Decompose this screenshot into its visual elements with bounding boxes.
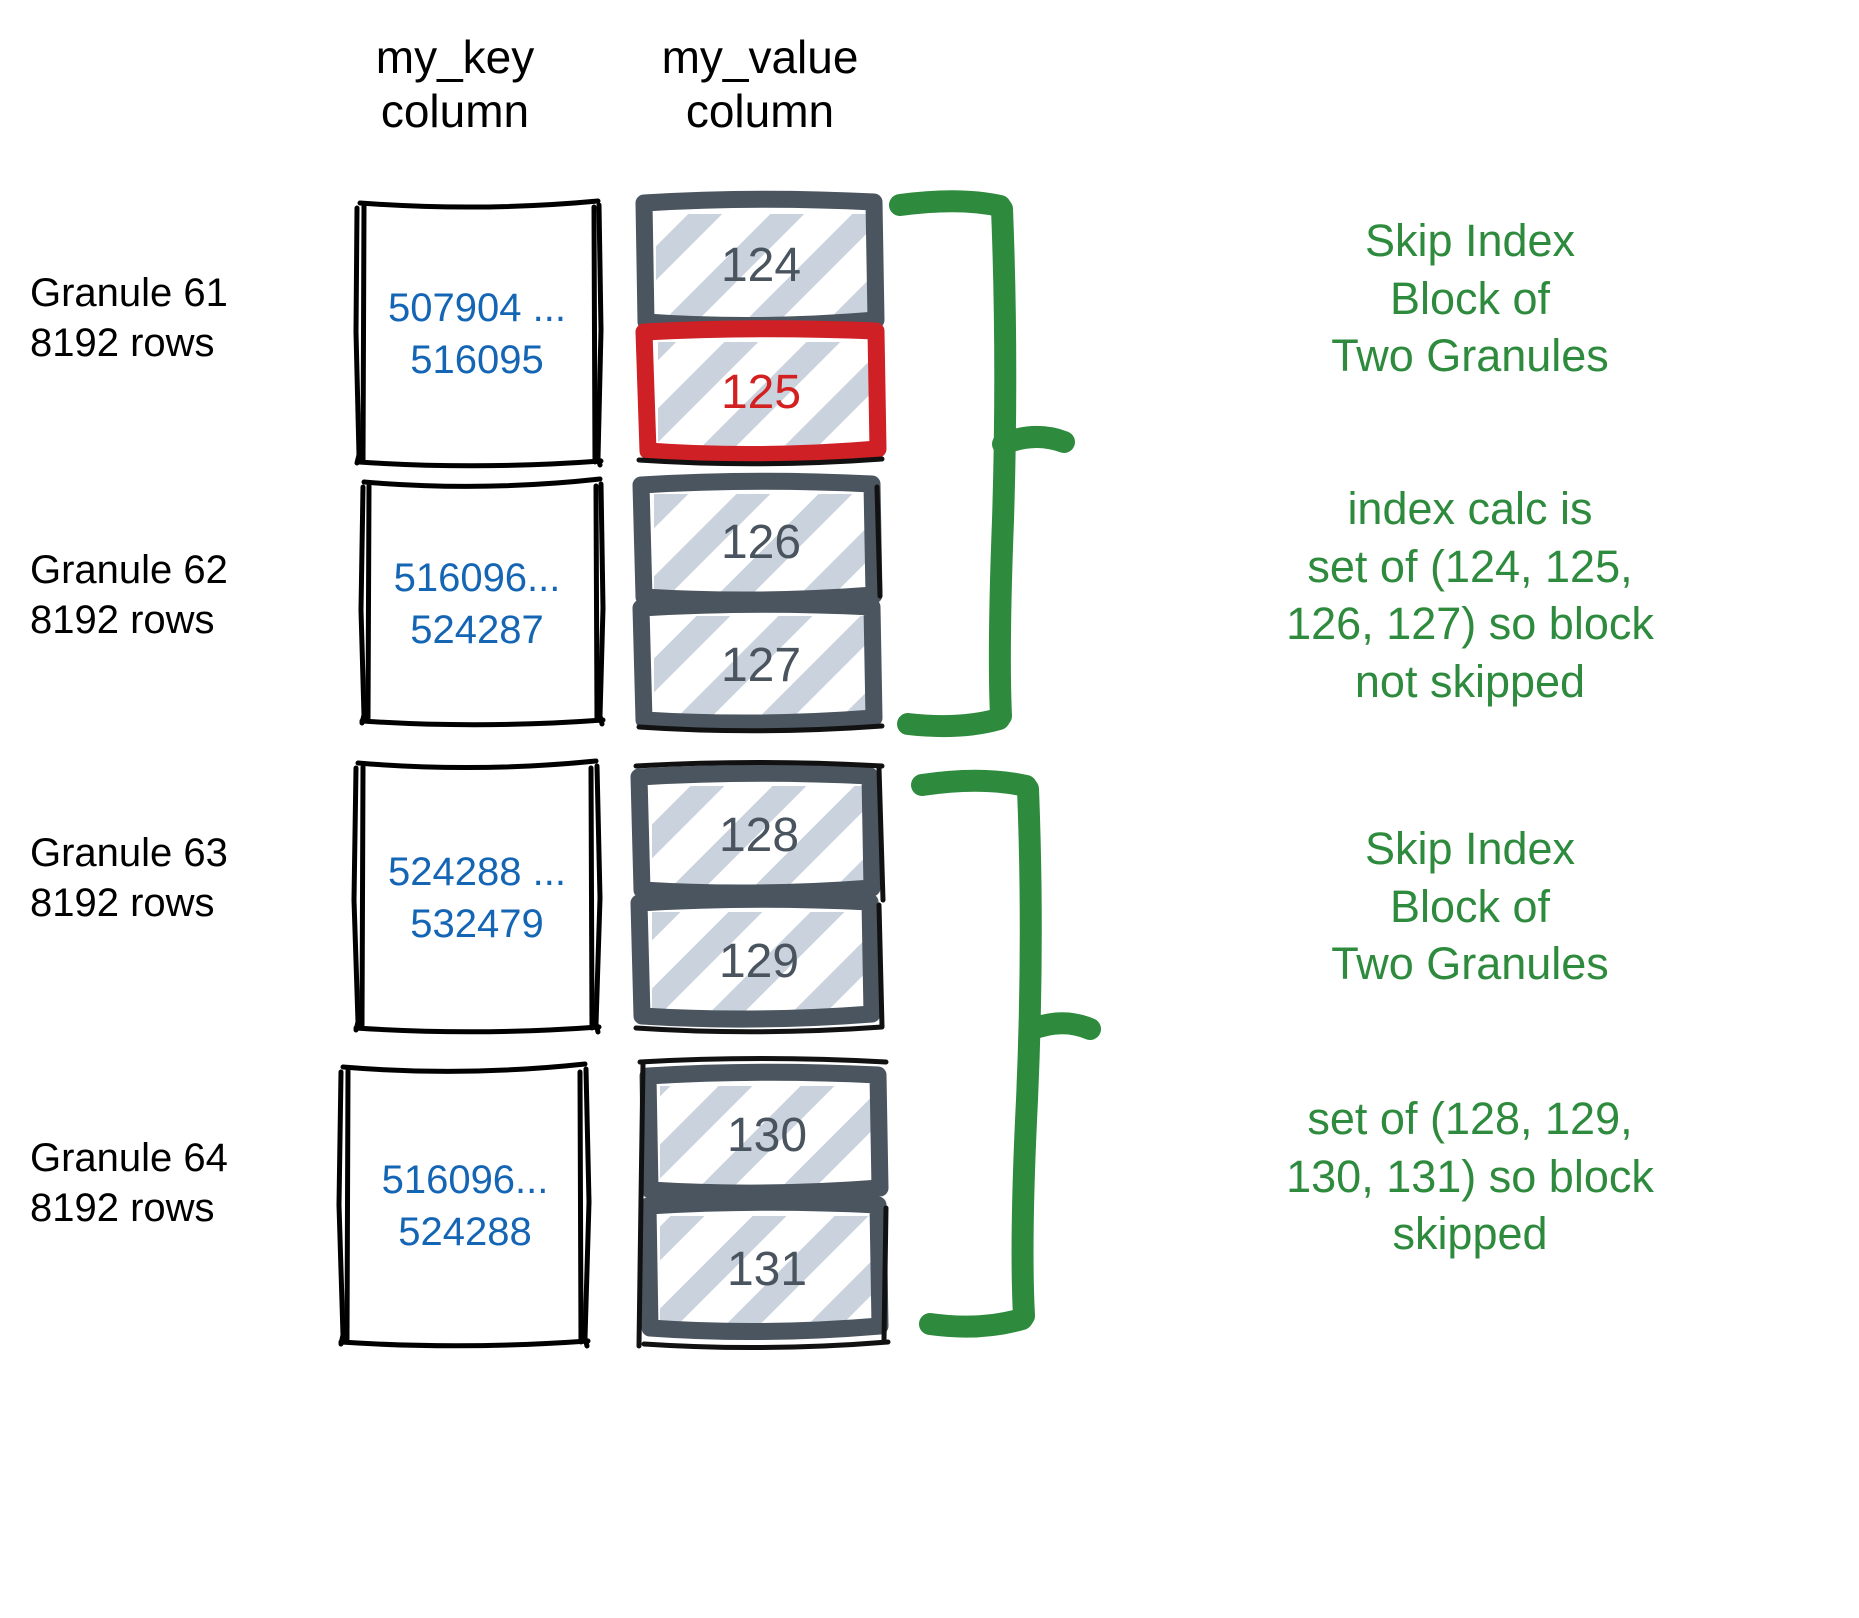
key-range-value: 524288 ... 532479 — [388, 849, 566, 946]
value-cell-127: 127 — [638, 610, 884, 720]
granule-label-62: Granule 62 8192 rows — [30, 545, 330, 645]
skip-index-bracket-lower — [911, 769, 1101, 1338]
granule-rows: 8192 rows — [30, 881, 215, 925]
skip-index-bracket-upper — [889, 190, 1075, 738]
granule-name: Granule 62 — [30, 548, 228, 592]
value-cell-131: 131 — [644, 1212, 890, 1327]
column-header-my-value: my_value column — [661, 31, 859, 138]
value-cell-124: 124 — [638, 206, 884, 324]
granule-name: Granule 64 — [30, 1136, 228, 1180]
key-cell-63: 524288 ... 532479 — [352, 765, 602, 1030]
granule-rows: 8192 rows — [30, 1186, 215, 1230]
note-skip-index-block-upper: Skip Index Block of Two Granules — [1331, 215, 1609, 382]
key-cell-64: 516096... 524288 — [340, 1070, 590, 1342]
value-number-highlighted: 125 — [720, 365, 802, 419]
value-number: 127 — [720, 638, 802, 692]
granule-label-61: Granule 61 8192 rows — [30, 268, 330, 368]
granule-name: Granule 61 — [30, 271, 228, 315]
granule-label-63: Granule 63 8192 rows — [30, 828, 330, 928]
note-index-calc-not-skipped: index calc is set of (124, 125, 126, 127… — [1286, 483, 1654, 707]
granule-label-64: Granule 64 8192 rows — [30, 1133, 330, 1233]
value-cell-129: 129 — [636, 906, 882, 1016]
key-range-value: 516096... 524288 — [381, 1158, 549, 1254]
key-cell-62: 516096... 524287 — [352, 485, 602, 723]
note-skip-index-block-lower: Skip Index Block of Two Granules — [1331, 823, 1609, 990]
value-number: 128 — [718, 808, 800, 862]
note-index-calc-skipped: set of (128, 129, 130, 131) so block ski… — [1286, 1093, 1654, 1260]
key-range-value: 507904 ... 516095 — [388, 286, 566, 382]
value-cell-130: 130 — [644, 1080, 890, 1190]
column-header-my-key: my_key column — [375, 31, 535, 138]
value-cell-126: 126 — [638, 487, 884, 597]
value-number: 130 — [726, 1108, 808, 1162]
value-number: 124 — [720, 238, 802, 292]
granule-name: Granule 63 — [30, 831, 228, 875]
key-cell-61: 507904 ... 516095 — [352, 208, 602, 460]
value-number: 131 — [726, 1243, 808, 1296]
key-range-value: 516096... 524287 — [393, 556, 561, 652]
value-cell-125: 125 — [638, 333, 884, 451]
granule-rows: 8192 rows — [30, 598, 215, 642]
value-cell-128: 128 — [636, 780, 882, 890]
value-number: 129 — [718, 934, 800, 988]
value-number: 126 — [720, 515, 802, 569]
granule-rows: 8192 rows — [30, 321, 215, 365]
